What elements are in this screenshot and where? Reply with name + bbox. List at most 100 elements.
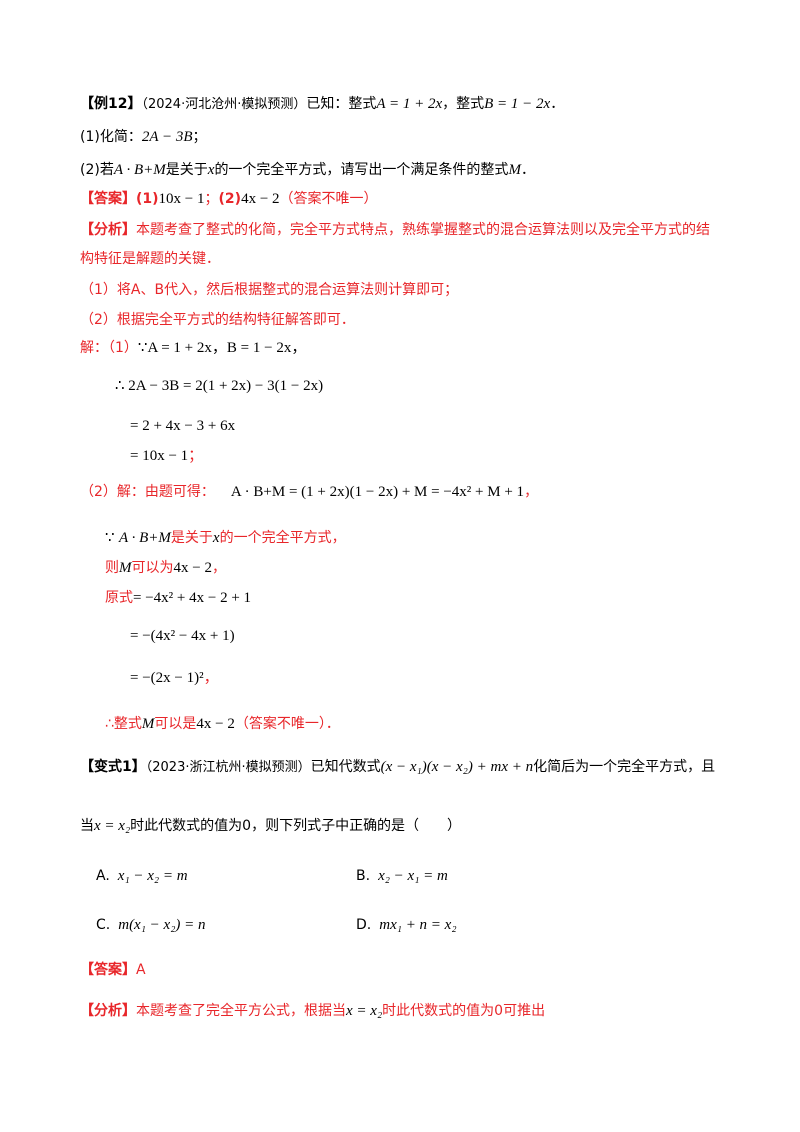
answer-value: A <box>136 962 146 978</box>
solution-line-2: = 2 + 4x − 3 + 6x <box>130 416 235 436</box>
answer-1: 10x − 1 <box>158 191 205 207</box>
analysis-line-1: 【分析】本题考查了整式的化简，完全平方式特点，熟练掌握整式的混合运算法则以及完全… <box>80 220 710 240</box>
analysis-text: 本题考查了完全平方公式，根据当 <box>136 1003 346 1019</box>
then-text: 可以为 <box>131 560 174 576</box>
question-text: 的一个完全平方式，请写出一个满足条件的整式 <box>214 162 509 178</box>
original-line-1: 原式= −4x² + 4x − 2 + 1 <box>105 588 251 608</box>
then-expression: 4x − 2 <box>173 560 212 576</box>
option-label: A. <box>96 868 110 884</box>
option-label: B. <box>356 868 371 884</box>
solution-expression: = 2 + 4x − 3 + 6x <box>130 418 236 434</box>
conclusion-text: 可以是 <box>154 716 197 732</box>
solution-end: ； <box>188 448 204 464</box>
option-expression: m(x₁ − x₂) = n <box>118 917 206 933</box>
variable-x: x <box>207 162 215 178</box>
original-line-3: = −(2x − 1)²， <box>130 668 219 688</box>
original-label: 原式 <box>105 590 133 606</box>
since-text: 是关于 <box>170 530 213 546</box>
variant-source: （2023·浙江杭州·模拟预测） <box>145 760 311 775</box>
question-expression: A · B+M <box>113 162 166 178</box>
stem-text: 当 <box>80 818 94 834</box>
answer-label: (1) <box>136 191 159 207</box>
question-1: (1)化简：2A − 3B； <box>80 127 207 147</box>
original-expression: = −4x² + 4x − 2 + 1 <box>133 590 252 606</box>
stem-text: ． <box>550 96 565 112</box>
then-text: 则 <box>105 560 119 576</box>
since-text: 的一个完全平方式， <box>219 530 346 546</box>
question-text: 是关于 <box>165 162 208 178</box>
answer-tag: 【答案】 <box>80 191 136 207</box>
option-a[interactable]: A. x₁ − x₂ = m <box>96 866 188 886</box>
variant-tag: 【变式1】 <box>80 759 146 775</box>
since-expression: A · B+M <box>119 530 171 546</box>
question-2: (2)若A · B+M是关于x的一个完全平方式，请写出一个满足条件的整式M． <box>80 160 535 180</box>
option-expression: x₂ − x₁ = m <box>378 868 448 884</box>
analysis-step-1: （1）将A、B代入，然后根据整式的混合运算法则计算即可； <box>80 280 458 300</box>
variable-m: M <box>141 716 155 732</box>
answer-sep: ； <box>204 191 219 207</box>
conclusion-expression: 4x − 2 <box>196 716 235 732</box>
option-d[interactable]: D. mx₁ + n = x₂ <box>356 915 457 935</box>
analysis-condition: x = x₂ <box>346 1003 383 1019</box>
equation-a: A = 1 + 2x <box>376 96 443 112</box>
option-b[interactable]: B. x₂ − x₁ = m <box>356 866 448 886</box>
conclusion-line: ∴整式M可以是4x − 2（答案不唯一）． <box>105 714 340 734</box>
analysis-line-2: 构特征是解题的关键． <box>80 249 220 269</box>
solution-line-1: ∴ 2A − 3B = 2(1 + 2x) − 3(1 − 2x) <box>115 376 323 396</box>
then-line: 则M可以为4x − 2， <box>105 558 226 578</box>
step-text: （2）根据完全平方式的结构特征解答即可． <box>80 312 355 328</box>
solution-expression: = 10x − 1 <box>130 448 189 464</box>
variable-m: M <box>119 560 132 576</box>
variant-1-stem: 【变式1】（2023·浙江杭州·模拟预测）已知代数式(x − x₁)(x − x… <box>80 757 715 778</box>
example-tag: 【例12】 <box>80 96 142 112</box>
stem-text: 已知代数式 <box>310 759 381 775</box>
solution-part-2: （2）解：由题可得： A · B+M = (1 + 2x)(1 − 2x) + M… <box>80 482 538 502</box>
answer-2: 4x − 2 <box>241 191 280 207</box>
option-label: C. <box>96 917 111 933</box>
analysis-text: 本题考查了整式的化简，完全平方式特点，熟练掌握整式的混合运算法则以及完全平方式的… <box>136 222 710 238</box>
example-source: （2024·河北沧州·模拟预测） <box>141 97 307 112</box>
analysis-text: 时此代数式的值为0可推出 <box>382 1003 546 1019</box>
answer-label: (2) <box>218 191 242 207</box>
step-text: （1）将A、B代入，然后根据整式的混合运算法则计算即可； <box>80 282 459 298</box>
answer-line: 【答案】(1)10x − 1；(2)4x − 2（答案不唯一） <box>80 189 378 209</box>
question-text: ； <box>192 129 207 145</box>
option-label: D. <box>356 917 372 933</box>
example-12-stem: 【例12】（2024·河北沧州·模拟预测）已知：整式A = 1 + 2x，整式B… <box>80 94 564 115</box>
option-c[interactable]: C. m(x₁ − x₂) = n <box>96 915 206 935</box>
solution-line-3: = 10x − 1； <box>130 446 203 466</box>
solution-expression: ∵A = 1 + 2x，B = 1 − 2x， <box>137 340 307 356</box>
conclusion-note: （答案不唯一）． <box>234 716 340 732</box>
stem-text: 已知：整式 <box>306 96 377 112</box>
question-label: (2)若 <box>80 162 114 178</box>
analysis-tag: 【分析】 <box>80 1003 136 1019</box>
answer-tag: 【答案】 <box>80 962 136 978</box>
equation-b: B = 1 − 2x <box>484 96 551 112</box>
variable-m: M <box>508 162 521 178</box>
since-line: ∵ A · B+M是关于x的一个完全平方式， <box>105 528 346 548</box>
answer-note: （答案不唯一） <box>279 191 378 207</box>
question-expression: 2A − 3B <box>141 129 193 145</box>
variant-analysis: 【分析】本题考查了完全平方公式，根据当x = x₂时此代数式的值为0可推出 <box>80 1001 545 1021</box>
analysis-tag: 【分析】 <box>80 222 136 238</box>
solution-expression: A · B+M = (1 + 2x)(1 − 2x) + M = −4x² + … <box>230 484 525 500</box>
then-end: ， <box>211 560 226 576</box>
stem-expression: (x − x₁)(x − x₂) + mx + n <box>380 759 534 775</box>
solution-label: 解：（1） <box>80 340 138 356</box>
analysis-step-2: （2）根据完全平方式的结构特征解答即可． <box>80 310 355 330</box>
solution-expression: ∴ 2A − 3B = 2(1 + 2x) − 3(1 − 2x) <box>115 378 324 394</box>
variant-1-stem-2: 当x = x₂时此代数式的值为0，则下列式子中正确的是（ ） <box>80 816 461 836</box>
stem-text: 时此代数式的值为0，则下列式子中正确的是（ ） <box>130 818 462 834</box>
since-symbol: ∵ <box>105 530 115 546</box>
original-expression: = −(4x² − 4x + 1) <box>130 628 235 644</box>
variant-answer: 【答案】A <box>80 960 146 980</box>
variable-x: x <box>212 530 220 546</box>
analysis-text: 构特征是解题的关键． <box>80 251 220 267</box>
stem-text: ，整式 <box>442 96 485 112</box>
solution-label: （2）解：由题可得： <box>80 484 215 500</box>
stem-condition: x = x₂ <box>94 818 131 834</box>
option-expression: x₁ − x₂ = m <box>117 868 188 884</box>
original-expression: = −(2x − 1)² <box>130 670 204 686</box>
option-expression: mx₁ + n = x₂ <box>379 917 457 933</box>
question-text: ． <box>520 162 535 178</box>
